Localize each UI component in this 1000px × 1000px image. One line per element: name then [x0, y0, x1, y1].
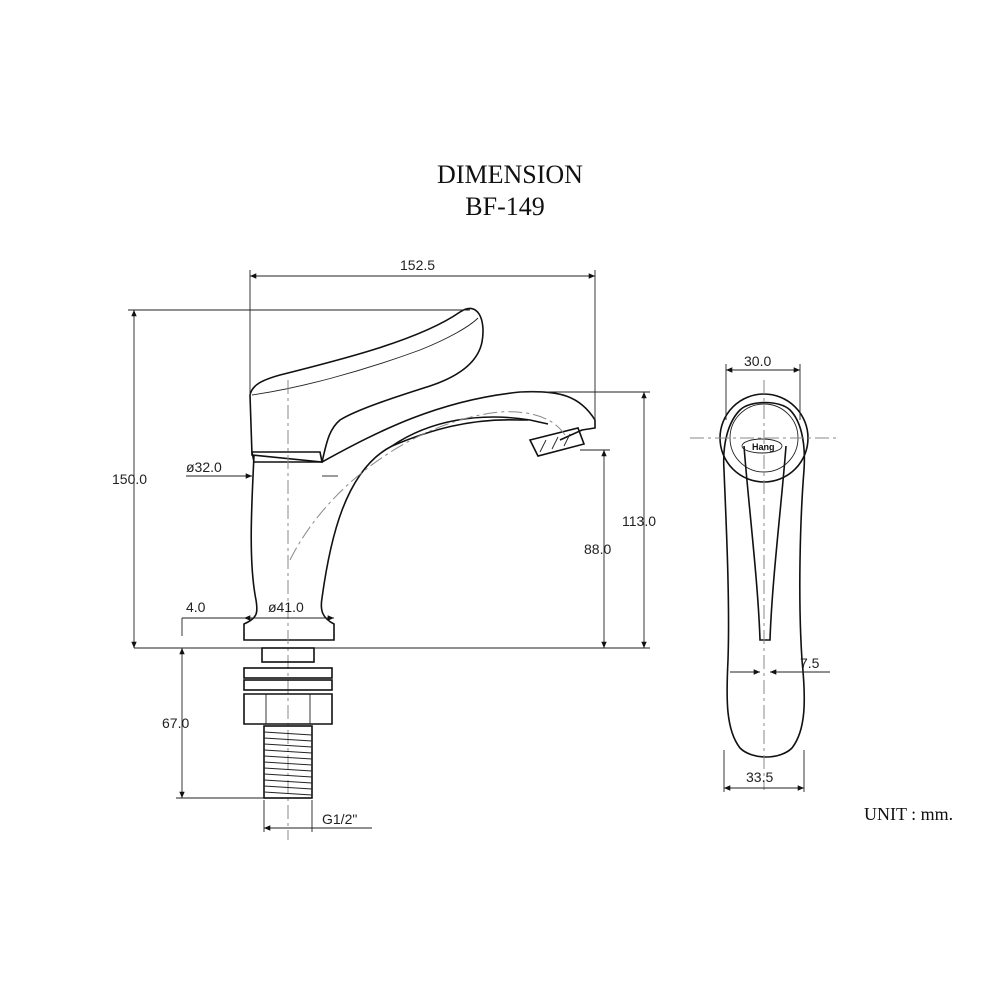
mounting-nut	[243, 647, 333, 725]
dim-outlet-height: 88.0	[584, 541, 611, 557]
lever-handle	[249, 307, 484, 463]
dim-side-width: 33.5	[746, 769, 773, 785]
dim-thread: G1/2"	[322, 811, 357, 827]
dim-base-thickness: 4.0	[186, 599, 206, 615]
dim-base-diameter: ø41.0	[268, 599, 304, 615]
side-view: Hang 30.0 7.5 33.5	[690, 353, 840, 792]
front-view: 152.5 150.0 ø32.0 4.0 ø41.0 113.0 88.0 6…	[112, 257, 656, 840]
aerator	[528, 427, 586, 457]
unit-note: UNIT : mm.	[864, 804, 954, 824]
faucet-body	[243, 418, 528, 641]
side-lever	[743, 445, 787, 641]
model-number: BF-149	[465, 192, 545, 221]
center-line-spout	[289, 411, 566, 561]
spout-bottom	[391, 416, 549, 447]
dim-spout-height: 113.0	[622, 513, 656, 529]
drawing-title: DIMENSION	[437, 160, 583, 189]
spout-top	[321, 390, 596, 463]
dim-handle-tip: 7.5	[800, 655, 820, 671]
dim-overall-height: 150.0	[112, 471, 147, 487]
brand-logo: Hang	[752, 442, 775, 452]
dim-handle-width: 30.0	[744, 353, 771, 369]
threaded-shank	[263, 725, 313, 799]
dim-body-diameter: ø32.0	[186, 459, 222, 475]
dim-overall-length: 152.5	[400, 257, 435, 273]
dim-shank-length: 67.0	[162, 715, 189, 731]
handle-cap	[251, 451, 323, 463]
